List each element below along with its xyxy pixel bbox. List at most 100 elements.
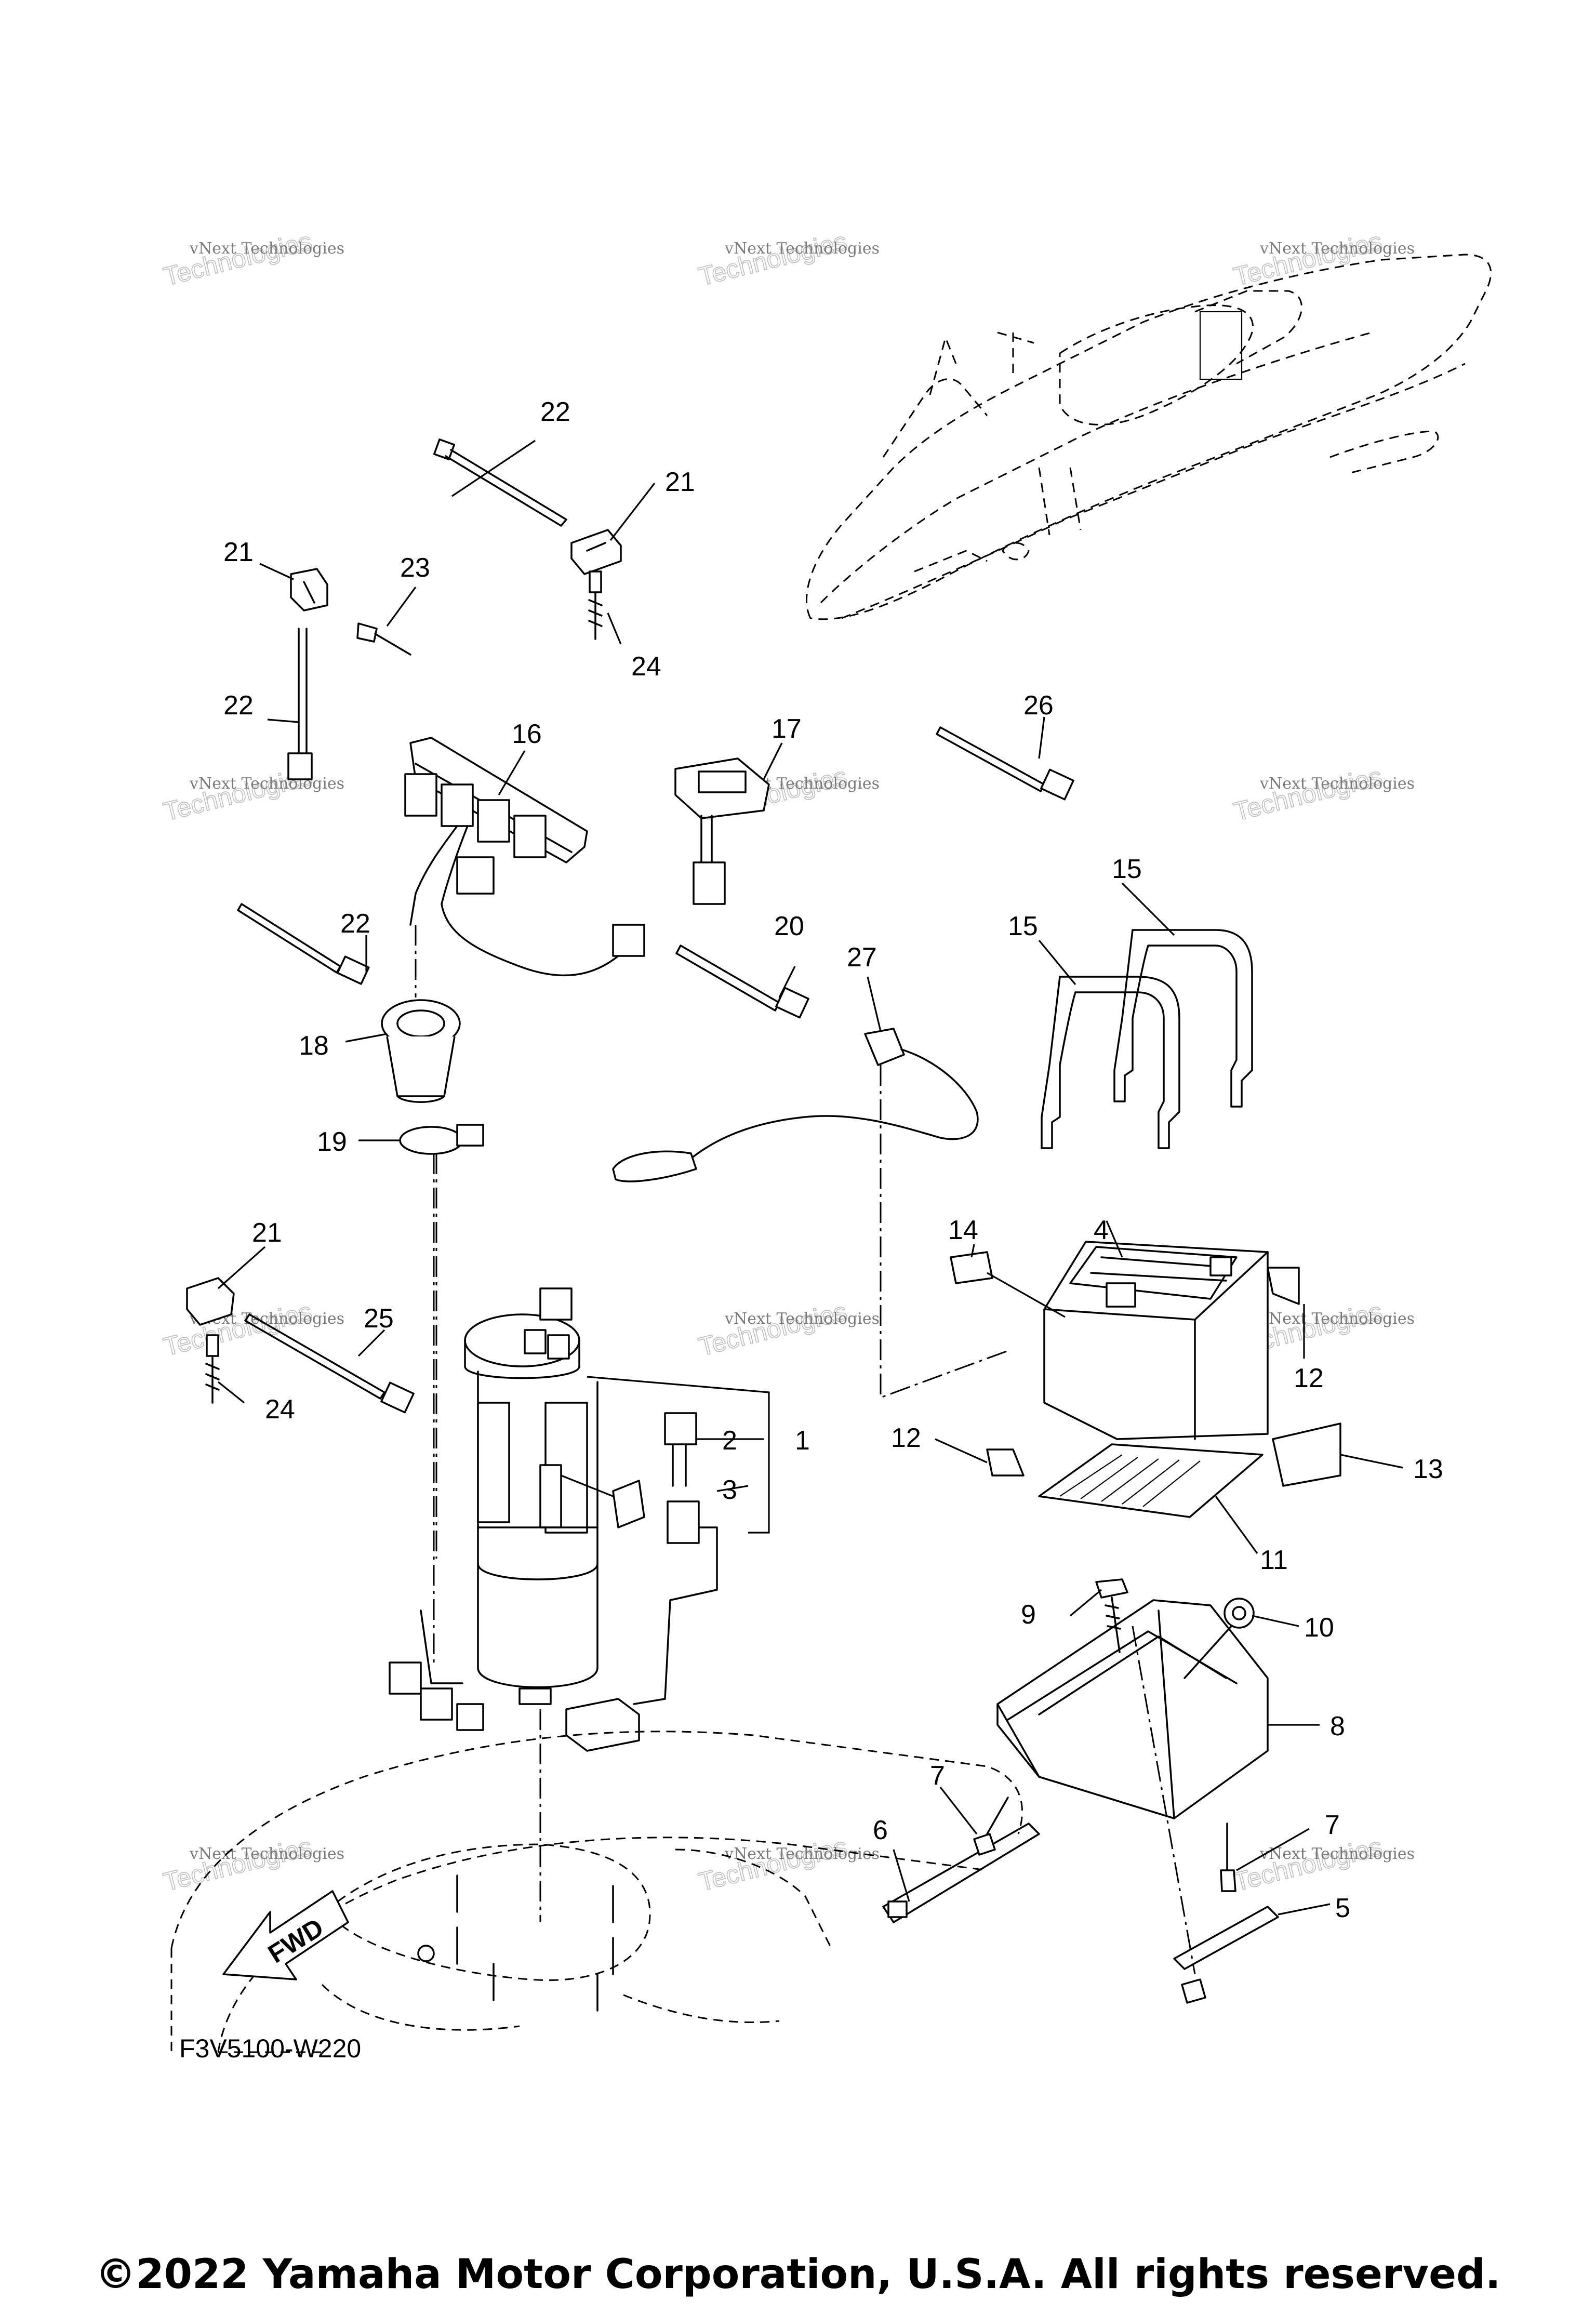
svg-text:vNext Technologies: vNext Technologies xyxy=(724,1310,880,1328)
part-26-cable-tie xyxy=(936,726,1074,801)
part-8-battery-box xyxy=(996,1599,1269,1819)
callout-7: 7 xyxy=(930,1761,945,1791)
part-19-clamp xyxy=(399,1124,484,1559)
part-7-rivet-left xyxy=(973,1797,1009,1856)
callouts: 22 21 21 23 24 22 16 17 26 15 15 22 20 2… xyxy=(223,397,1443,1923)
callout-17: 17 xyxy=(772,714,802,744)
part-22-cable-tie-top xyxy=(433,438,567,527)
callout-16: 16 xyxy=(512,719,542,749)
svg-text:vNext Technologies: vNext Technologies xyxy=(1259,1310,1415,1328)
part-9-bolt xyxy=(1095,1578,1128,1653)
svg-text:Technologies: Technologies xyxy=(161,227,315,291)
part-21-clip-top xyxy=(570,529,622,575)
watermark-12: Technologies vNext Technologies xyxy=(1230,1831,1415,1897)
part-18-grommet xyxy=(381,999,461,1103)
part-3-sender xyxy=(612,1480,718,1705)
part-12-pad-right xyxy=(1267,1267,1300,1305)
callout-22: 22 xyxy=(223,690,254,721)
part-17-switch xyxy=(674,757,770,905)
svg-text:vNext Technologies: vNext Technologies xyxy=(189,775,344,793)
callout-5: 5 xyxy=(1335,1893,1350,1923)
part-12-pad-left xyxy=(986,1448,1025,1477)
callout-22: 22 xyxy=(540,397,570,427)
svg-text:Technologies: Technologies xyxy=(696,1297,850,1362)
callout-11: 11 xyxy=(1260,1545,1288,1575)
part-15-strap-front xyxy=(1041,976,1180,1149)
fuel-pump-connector-box xyxy=(565,1698,640,1752)
part-24-screw-top xyxy=(588,570,603,640)
callout-15: 15 xyxy=(1112,854,1142,884)
watermark-1: Technologies vNext Technologies xyxy=(160,226,344,292)
callout-14: 14 xyxy=(948,1215,978,1245)
svg-text:Technologies: Technologies xyxy=(696,227,850,291)
part-7-rivet-right xyxy=(1220,1823,1236,1892)
svg-text:Technologies: Technologies xyxy=(161,1297,315,1362)
watermark-11: Technologies vNext Technologies xyxy=(695,1831,880,1897)
callout-25: 25 xyxy=(364,1304,394,1334)
callout-23: 23 xyxy=(400,553,430,583)
svg-text:Technologies: Technologies xyxy=(1231,762,1385,827)
part-6-bracket xyxy=(882,1823,1040,1923)
callout-21: 21 xyxy=(252,1218,282,1248)
callout-15: 15 xyxy=(1008,911,1038,941)
watermark-6: Technologies vNext Technologies xyxy=(1230,761,1415,827)
callout-7: 7 xyxy=(1325,1810,1340,1840)
svg-text:Technologies: Technologies xyxy=(696,1832,850,1897)
part-5-bracket xyxy=(1132,1626,1279,2004)
svg-text:Technologies: Technologies xyxy=(1231,227,1385,291)
callout-12: 12 xyxy=(1294,1363,1324,1393)
svg-text:vNext Technologies: vNext Technologies xyxy=(1259,1845,1415,1863)
part-15-strap-rear xyxy=(1113,929,1253,1108)
callout-2: 2 xyxy=(722,1426,737,1456)
callout-8: 8 xyxy=(1330,1711,1345,1741)
svg-text:vNext Technologies: vNext Technologies xyxy=(189,1845,344,1863)
part-2-connector xyxy=(664,1412,697,1487)
callout-4: 4 xyxy=(1094,1215,1109,1245)
callout-3: 3 xyxy=(722,1475,737,1505)
hull-illustration xyxy=(170,1731,1023,2053)
svg-text:vNext Technologies: vNext Technologies xyxy=(1259,775,1415,793)
svg-text:Technologies: Technologies xyxy=(1231,1832,1385,1897)
callout-13: 13 xyxy=(1413,1454,1443,1484)
svg-text:vNext Technologies: vNext Technologies xyxy=(724,1845,880,1863)
callout-20: 20 xyxy=(774,911,804,941)
fwd-arrow-icon: FWD xyxy=(222,1890,349,1980)
watermark-2: Technologies vNext Technologies xyxy=(695,226,880,292)
callout-27: 27 xyxy=(847,942,877,973)
callout-21: 21 xyxy=(223,537,254,567)
part-1-fuel-pump xyxy=(464,1287,598,1922)
callout-24: 24 xyxy=(631,651,661,682)
svg-text:vNext Technologies: vNext Technologies xyxy=(1259,240,1415,258)
part-13-pad xyxy=(1272,1422,1341,1487)
part-20-cable-tie xyxy=(675,945,809,1019)
part-22-cable-tie-left-vertical xyxy=(287,628,313,780)
callout-19: 19 xyxy=(317,1127,347,1157)
part-25-cable-tie xyxy=(244,1313,415,1414)
part-22-cable-tie-mid xyxy=(237,903,370,985)
part-21-clip-left xyxy=(290,568,328,611)
part-23-rivet xyxy=(356,622,411,656)
svg-text:Technologies: Technologies xyxy=(161,1832,315,1897)
watermark-8: Technologies vNext Technologies xyxy=(695,1296,880,1362)
part-11-mat xyxy=(1038,1443,1264,1518)
callout-18: 18 xyxy=(299,1031,329,1061)
part-4-battery xyxy=(1043,1241,1269,1440)
callout-26: 26 xyxy=(1023,690,1054,721)
callout-22: 22 xyxy=(340,909,370,939)
part-27-sensor-lead xyxy=(612,1028,1008,1399)
callout-1: 1 xyxy=(795,1426,810,1456)
svg-text:vNext Technologies: vNext Technologies xyxy=(724,240,880,258)
copyright-notice: ©2022 Yamaha Motor Corporation, U.S.A. A… xyxy=(95,2251,1501,2298)
leader-lines xyxy=(217,440,1403,1916)
svg-text:vNext Technologies: vNext Technologies xyxy=(189,240,344,258)
part-10-nut xyxy=(1183,1598,1255,1679)
callout-10: 10 xyxy=(1304,1613,1334,1643)
part-24-screw-lower xyxy=(205,1334,220,1404)
part-16-panel-harness xyxy=(404,737,645,998)
part-21-clip-lower xyxy=(186,1277,235,1326)
callout-21: 21 xyxy=(665,467,695,497)
callout-12: 12 xyxy=(891,1423,921,1453)
callout-24: 24 xyxy=(265,1394,295,1425)
diagram-code: F3V5100-W220 xyxy=(179,2034,361,2063)
